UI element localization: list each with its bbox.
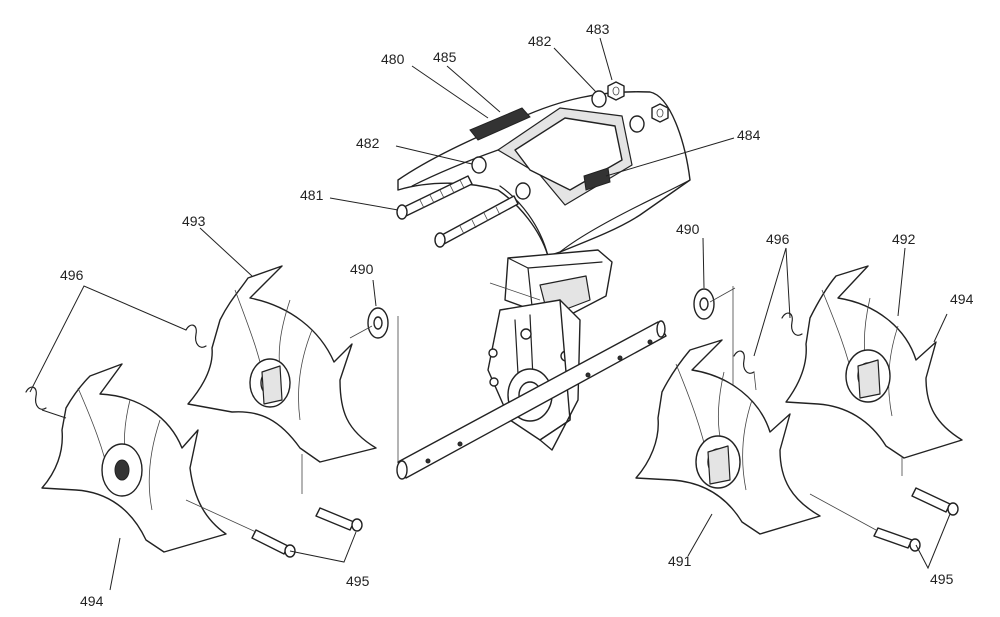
clevis-pin-495-left	[185, 454, 363, 558]
callout-labels: 480 485 482 483 482 484 481 490 490 493 …	[60, 21, 974, 609]
decal-485	[469, 107, 531, 141]
tine-492	[785, 265, 963, 459]
washer-490-left	[349, 307, 389, 339]
decal-484	[583, 167, 611, 191]
callout-491: 491	[668, 553, 692, 569]
hairpin-clip-496-left	[25, 324, 207, 410]
callout-482-second: 482	[356, 135, 380, 151]
callout-490-right: 490	[676, 221, 700, 237]
callout-494-right: 494	[950, 291, 974, 307]
bolt-481-second	[434, 195, 519, 248]
callout-493: 493	[182, 213, 206, 229]
tine-494-left	[41, 363, 227, 553]
leader-lines	[29, 37, 951, 591]
spacer-482	[471, 90, 645, 200]
callout-484: 484	[737, 127, 761, 143]
callout-485: 485	[433, 49, 457, 65]
callout-495-left: 495	[346, 573, 370, 589]
tine-shield-hood	[397, 91, 691, 257]
tine-491	[635, 339, 821, 535]
bolt-481	[396, 175, 473, 220]
callout-496-left: 496	[60, 267, 84, 283]
tine-shaft	[396, 286, 734, 480]
hairpin-clip-496-right	[733, 312, 803, 391]
callout-481: 481	[300, 187, 324, 203]
callout-482: 482	[528, 33, 552, 49]
callout-495-right: 495	[930, 571, 954, 587]
callout-483: 483	[586, 21, 610, 37]
tine-493	[187, 265, 377, 463]
callout-496-right: 496	[766, 231, 790, 247]
clevis-pin-495-right	[809, 456, 959, 552]
callout-480: 480	[381, 51, 405, 67]
callout-492: 492	[892, 231, 916, 247]
washer-490-right	[693, 287, 736, 320]
nut-483	[607, 81, 669, 123]
callout-490-left: 490	[350, 261, 374, 277]
callout-494-left: 494	[80, 593, 104, 609]
